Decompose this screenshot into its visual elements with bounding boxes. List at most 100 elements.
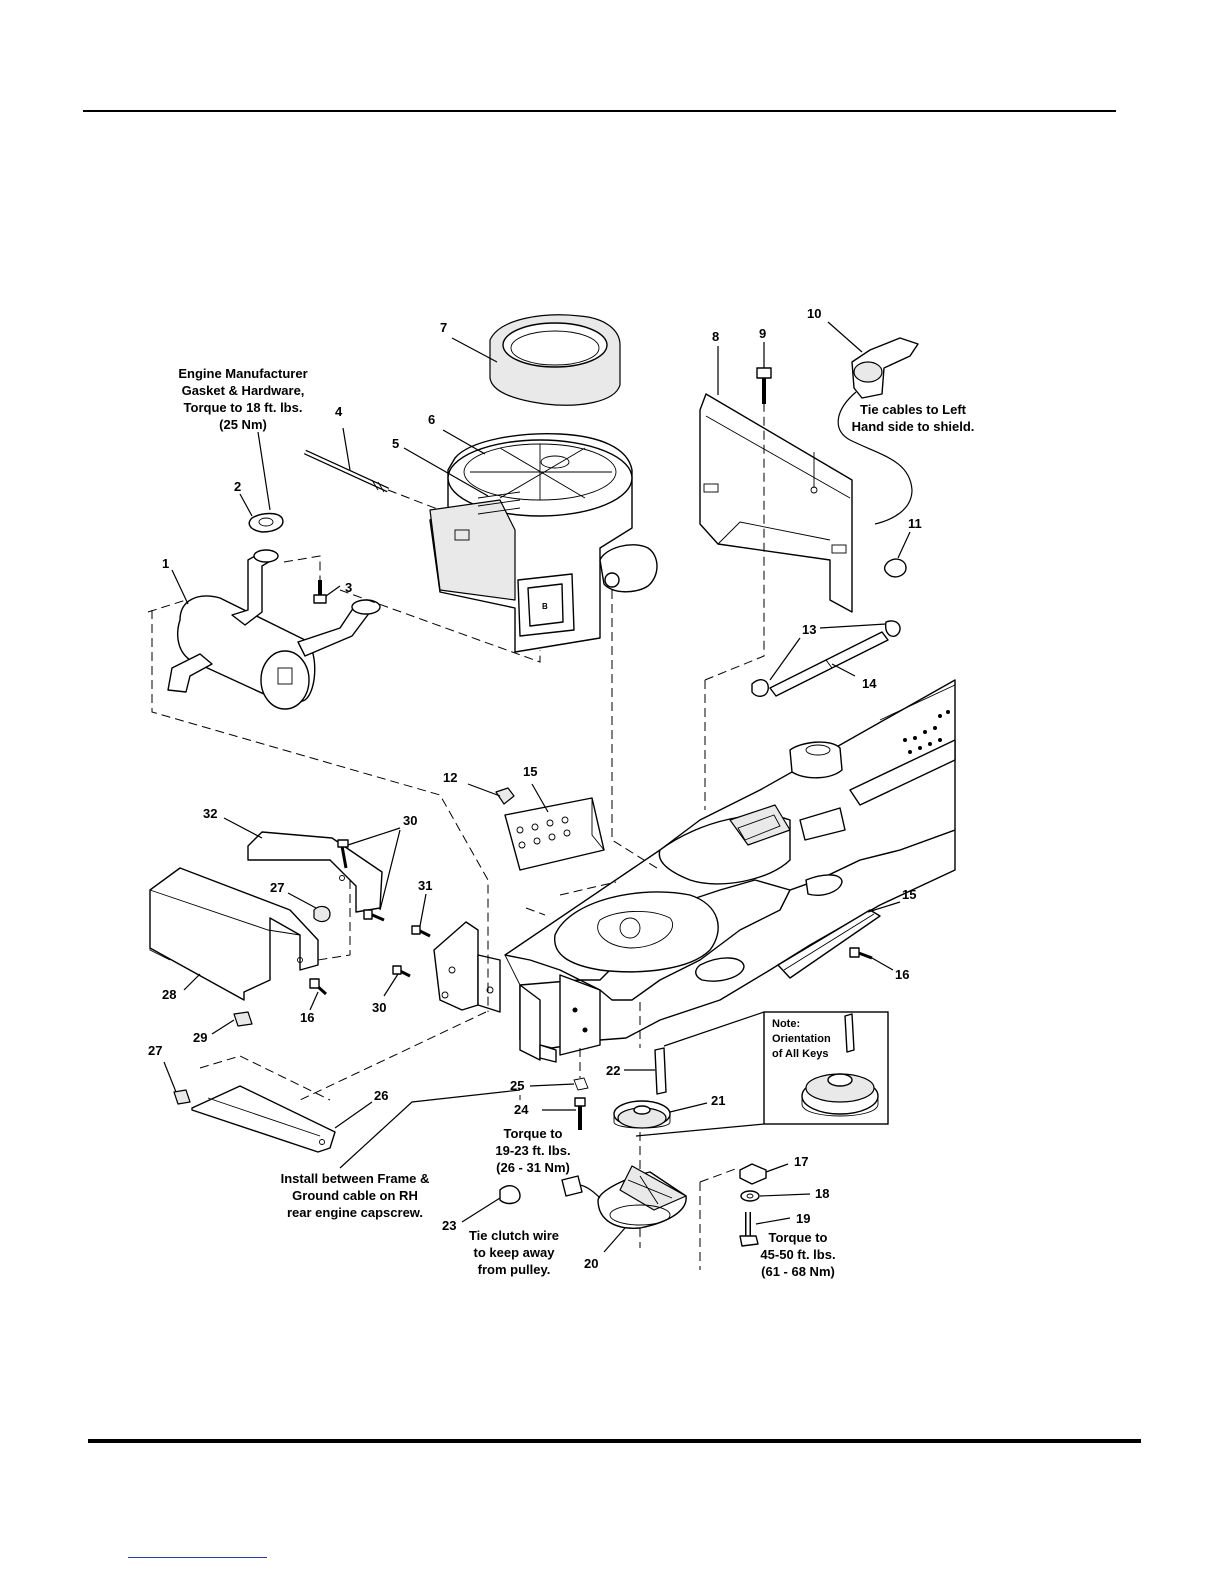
callout-22: 22 <box>606 1063 620 1078</box>
muffler-1 <box>167 549 381 710</box>
main-frame <box>504 679 956 1063</box>
callout-30-upper: 30 <box>403 813 417 828</box>
shield-28 <box>149 867 319 1001</box>
note-line: Torque to 18 ft. lbs. <box>184 400 303 415</box>
header-rule <box>83 110 1116 112</box>
note-key-orientation: Note: Orientation of All Keys <box>772 1018 831 1060</box>
engine-block: B <box>429 433 658 653</box>
callout-4: 4 <box>335 404 343 419</box>
note-ground-cable: Install between Frame & Ground cable on … <box>281 1171 430 1220</box>
callout-5: 5 <box>392 436 399 451</box>
screw-3 <box>313 580 327 604</box>
note-line: rear engine capscrew. <box>287 1205 423 1220</box>
tube-14 <box>751 620 901 697</box>
lockwasher-25 <box>573 1077 589 1091</box>
callout-27-upper: 27 <box>270 880 284 895</box>
key-orientation-inset <box>763 1011 889 1125</box>
callout-24: 24 <box>514 1102 529 1117</box>
callout-26: 26 <box>374 1088 388 1103</box>
callout-23: 23 <box>442 1218 456 1233</box>
rail-15-right <box>777 909 881 979</box>
capscrew-24 <box>574 1097 586 1130</box>
svg-text:B: B <box>542 602 548 611</box>
note-line: Tie cables to Left <box>860 402 967 417</box>
gasket-2 <box>248 512 284 533</box>
note-line: Engine Manufacturer <box>178 366 307 381</box>
callout-15-left: 15 <box>523 764 537 779</box>
callout-17: 17 <box>794 1154 808 1169</box>
pulley-21 <box>613 1100 671 1129</box>
callout-20: 20 <box>584 1256 598 1271</box>
dashed-assembly-lines <box>147 404 765 1270</box>
note-line: from pulley. <box>478 1262 551 1277</box>
screw-16-left <box>309 978 328 996</box>
callout-16-right: 16 <box>895 967 909 982</box>
clip-12 <box>495 787 515 805</box>
callout-2: 2 <box>234 479 241 494</box>
washer-18 <box>740 1190 760 1202</box>
screw-30-upper <box>337 839 349 869</box>
key-22 <box>654 1047 667 1095</box>
screw-30-lower <box>392 965 411 978</box>
clip-23 <box>499 1185 521 1205</box>
callout-31: 31 <box>418 878 432 893</box>
clip-11 <box>883 558 907 578</box>
note-engine-gasket: Engine Manufacturer Gasket & Hardware, T… <box>178 366 307 432</box>
choke-control-10 <box>837 337 919 525</box>
nut-29 <box>233 1011 253 1027</box>
callout-8: 8 <box>712 329 719 344</box>
clutch-20 <box>561 1165 687 1229</box>
note-line: Install between Frame & <box>281 1171 430 1186</box>
note-line: (26 - 31 Nm) <box>496 1160 570 1175</box>
screw-31 <box>411 925 431 938</box>
note-torque-capscrew: Torque to 19-23 ft. lbs. (26 - 31 Nm) <box>495 1126 570 1175</box>
footer-link-underline[interactable] <box>128 1557 267 1558</box>
note-line: (25 Nm) <box>219 417 267 432</box>
bolt-9 <box>756 367 772 404</box>
callout-10: 10 <box>807 306 821 321</box>
callout-1: 1 <box>162 556 169 571</box>
callout-29: 29 <box>193 1030 207 1045</box>
callout-numbers: 1 2 3 4 5 6 7 8 9 10 11 12 13 14 15 15 1… <box>148 306 922 1271</box>
note-line: 45-50 ft. lbs. <box>760 1247 835 1262</box>
note-line: Torque to <box>504 1126 563 1141</box>
note-torque-bolt: Torque to 45-50 ft. lbs. (61 - 68 Nm) <box>760 1230 835 1279</box>
callout-32: 32 <box>203 806 217 821</box>
callout-6: 6 <box>428 412 435 427</box>
nut-17 <box>739 1163 767 1185</box>
footer-rule <box>88 1439 1141 1443</box>
callout-13: 13 <box>802 622 816 637</box>
note-line: Tie clutch wire <box>469 1228 559 1243</box>
callout-14: 14 <box>862 676 877 691</box>
callout-18: 18 <box>815 1186 829 1201</box>
callout-9: 9 <box>759 326 766 341</box>
tray-26 <box>191 1085 336 1153</box>
nut-27-upper <box>313 905 331 923</box>
engine-stud-4 <box>303 449 390 493</box>
note-line: (61 - 68 Nm) <box>761 1264 835 1279</box>
heat-shield-8 <box>699 393 853 613</box>
note-line: to keep away <box>474 1245 556 1260</box>
leader-lines <box>163 321 911 1253</box>
screw-30-right <box>363 909 385 922</box>
callout-7: 7 <box>440 320 447 335</box>
bracket-32 <box>247 831 383 913</box>
callout-11: 11 <box>908 516 922 531</box>
callout-12: 12 <box>443 770 457 785</box>
callout-19: 19 <box>796 1211 810 1226</box>
callout-30-lower: 30 <box>372 1000 386 1015</box>
callout-28: 28 <box>162 987 176 1002</box>
note-tie-clutch: Tie clutch wire to keep away from pulley… <box>469 1228 559 1277</box>
note-line: 19-23 ft. lbs. <box>495 1143 570 1158</box>
callout-27-lower: 27 <box>148 1043 162 1058</box>
callout-3: 3 <box>345 580 352 595</box>
note-line: Torque to <box>769 1230 828 1245</box>
callout-21: 21 <box>711 1093 725 1108</box>
note-line: of All Keys <box>772 1048 828 1060</box>
plate-15-left <box>504 797 605 871</box>
bolt-19 <box>739 1212 759 1247</box>
mount-bracket-left <box>433 921 501 1013</box>
callout-16-left: 16 <box>300 1010 314 1025</box>
note-line: Hand side to shield. <box>852 419 975 434</box>
note-line: Gasket & Hardware, <box>182 383 305 398</box>
